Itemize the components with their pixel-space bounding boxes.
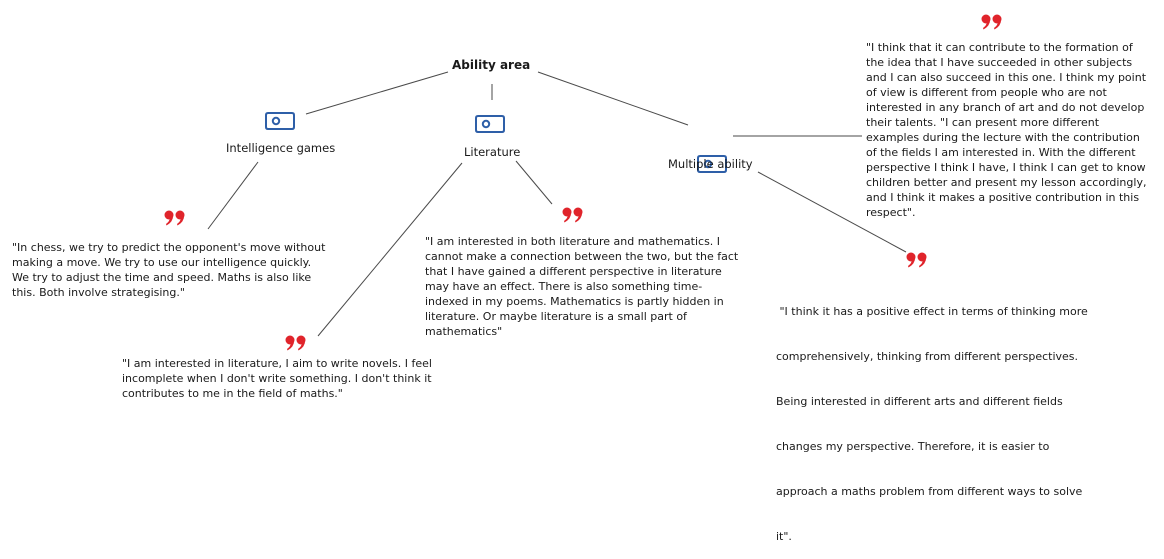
quote-line: respect". — [866, 206, 916, 219]
quote-line: of the fields I am interested in. With t… — [866, 146, 1136, 159]
intelligence-games-label: Intelligence games — [226, 141, 336, 155]
literature-tag-icon — [474, 114, 506, 134]
connector-multiple-quote-bottom — [757, 171, 907, 253]
quotation-mark-icon — [905, 251, 929, 269]
quote-line: examples during the lecture with the con… — [866, 131, 1140, 144]
multiple-ability-icon — [696, 154, 728, 174]
quote-line: changes my perspective. Therefore, it is… — [776, 440, 1050, 453]
quote-line: and I can also succeed in this one. I th… — [866, 71, 1147, 84]
quote-line: their talents. "I can present more diffe… — [866, 116, 1100, 129]
connector-literature-quote-right — [515, 160, 553, 205]
quote-line: perspective I think I have, I think I ca… — [866, 161, 1146, 174]
quote-line: that I have gained a different perspecti… — [425, 265, 722, 278]
quote-line: "In chess, we try to predict the opponen… — [12, 241, 326, 254]
quotation-mark-icon — [980, 13, 1004, 31]
quote-line: "I am interested in literature, I aim to… — [122, 357, 432, 370]
connector-intelligence-quote — [207, 161, 259, 230]
quote-line: children better and present my lesson ac… — [866, 176, 1147, 189]
quote-line: the idea that I have succeeded in other … — [866, 56, 1133, 69]
connector-lines — [207, 71, 907, 337]
intelligence-games-tag-icon — [264, 111, 296, 131]
quote-line: interested in any branch of art and do n… — [866, 101, 1145, 114]
quote-line: incomplete when I don't write something.… — [122, 372, 432, 385]
connector-root-intelligence — [305, 71, 449, 115]
quote-line: "I think that it can contribute to the f… — [866, 41, 1133, 54]
quote-line: and I think it makes a positive contribu… — [866, 191, 1140, 204]
quote-line: "I am interested in both literature and … — [425, 235, 721, 248]
quote-line: it". — [776, 530, 792, 543]
quotation-mark-icon — [561, 206, 585, 224]
quotation-mark-icon — [163, 209, 187, 227]
quote-line: making a move. We try to use our intelli… — [12, 256, 312, 269]
quote-line: may have an effect. There is also someth… — [425, 280, 703, 293]
connector-root-multiple — [537, 71, 689, 126]
literature-label: Literature — [464, 145, 521, 159]
quotation-mark-icon — [284, 334, 308, 352]
quote-line: cannot make a connection between the two… — [425, 250, 739, 263]
quote-line: We try to adjust the time and speed. Mat… — [12, 271, 312, 284]
quote-line: of view is different from people who are… — [866, 86, 1107, 99]
quote-line: comprehensively, thinking from different… — [776, 350, 1079, 363]
quote-line: mathematics" — [425, 325, 503, 338]
quote-line: approach a maths problem from different … — [776, 485, 1083, 498]
quote-multiple-ability-success: "I think that it can contribute to the f… — [866, 40, 1146, 220]
quote-line: "I think it has a positive effect in ter… — [776, 305, 1088, 318]
quote-line: indexed in my poems. Mathematics is part… — [425, 295, 724, 308]
quote-line: contributes to me in the field of maths.… — [122, 387, 343, 400]
quote-line: this. Both involve strategising." — [12, 286, 185, 299]
quote-line: literature. Or maybe literature is a sma… — [425, 310, 687, 323]
quote-literature-mathematics: "I am interested in both literature and … — [425, 234, 738, 339]
quote-literature-novels: "I am interested in literature, I aim to… — [122, 356, 432, 401]
quote-multiple-ability-perspectives: "I think it has a positive effect in ter… — [776, 274, 1088, 559]
quote-intelligence-games: "In chess, we try to predict the opponen… — [12, 240, 325, 300]
multiple-ability-label: Multiple ability — [668, 157, 753, 171]
root-title: Ability area — [452, 58, 531, 72]
connector-literature-quote-left — [317, 162, 463, 337]
quote-line: Being interested in different arts and d… — [776, 395, 1063, 408]
